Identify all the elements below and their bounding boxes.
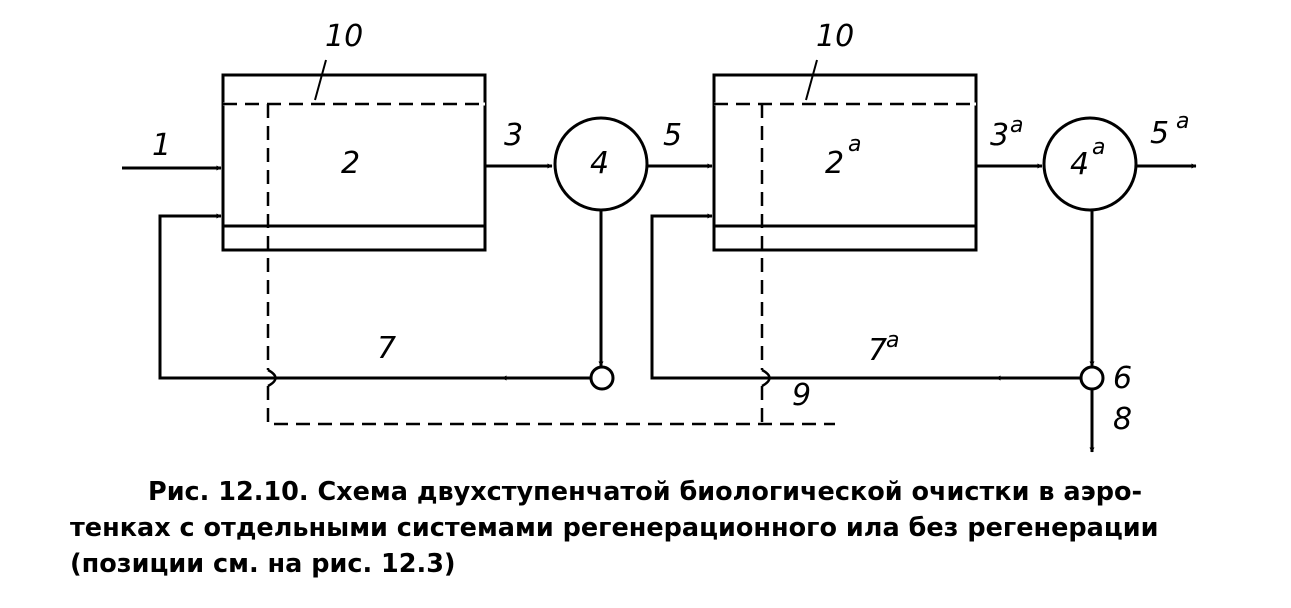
label-aerator-10-left: 10 (325, 19, 363, 54)
label-excess-8: 8 (1113, 402, 1132, 437)
label-aerotank-2-sup: a (848, 132, 861, 157)
dashed-line-10-left (223, 59, 485, 106)
label-settler-1: 4 (590, 146, 609, 181)
label-stream-1: 1 (152, 128, 171, 163)
label-stream-3a: 3 (990, 118, 1009, 153)
node-6 (1079, 365, 1105, 391)
aerotank-2 (712, 73, 978, 252)
label-settler-2-sup: a (1092, 135, 1105, 160)
label-aerotank-1: 2 (341, 146, 360, 181)
label-node-6: 6 (1113, 361, 1132, 396)
figure-caption: Рис. 12.10. Схема двухступенчатой биолог… (70, 477, 1159, 579)
label-return-7: 7 (377, 331, 396, 366)
return-line-7 (158, 213, 591, 381)
node-1 (589, 365, 615, 391)
label-stream-3a-sup: a (1010, 113, 1023, 138)
label-aerotank-2: 2 (825, 146, 844, 181)
dashed-regeneration-line-9 (760, 104, 771, 424)
label-aerator-10-right: 10 (816, 19, 854, 54)
dashed-line-10-right (714, 59, 976, 106)
label-stream-5a-sup: a (1176, 109, 1189, 134)
label-stream-5a: 5 (1150, 116, 1169, 151)
label-return-7a-sup: a (886, 328, 899, 353)
dashed-regeneration-line (266, 104, 835, 426)
label-line-9: 9 (792, 378, 811, 413)
label-stream-5: 5 (663, 118, 682, 153)
label-stream-3: 3 (504, 118, 523, 153)
settler-2 (1042, 116, 1138, 212)
label-return-7a: 7 (868, 333, 887, 368)
return-line-7a (650, 213, 1081, 381)
label-settler-2: 4 (1070, 147, 1089, 182)
